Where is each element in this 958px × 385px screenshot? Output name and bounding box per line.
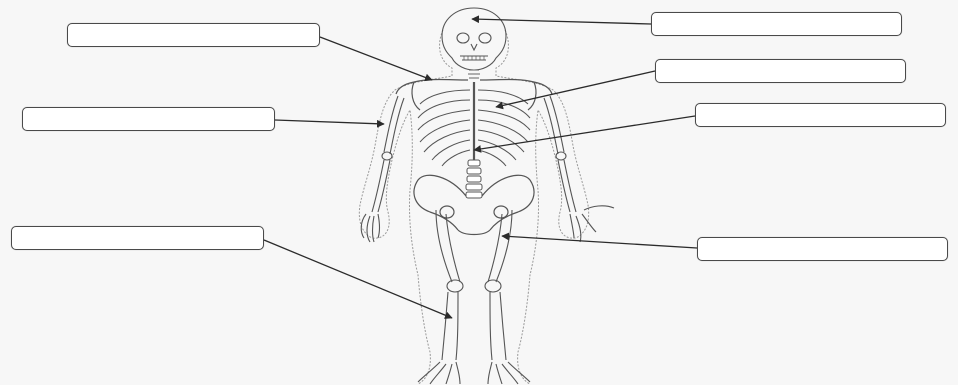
label-box-tibia[interactable] bbox=[11, 226, 264, 250]
rib-cage-drawing bbox=[418, 82, 530, 166]
label-box-spine[interactable] bbox=[695, 103, 946, 127]
spine-drawing bbox=[466, 160, 482, 198]
pointer-clavicle bbox=[320, 37, 432, 80]
pointer-femur bbox=[502, 236, 697, 248]
label-box-humerus[interactable] bbox=[22, 107, 275, 131]
label-box-clavicle[interactable] bbox=[67, 23, 320, 47]
pointer-spine bbox=[474, 116, 695, 150]
pointer-humerus bbox=[275, 120, 384, 124]
skull-drawing bbox=[442, 8, 506, 70]
neck-drawing bbox=[468, 70, 480, 78]
left-leg-drawing bbox=[418, 210, 463, 384]
pointer-skull bbox=[472, 19, 651, 24]
label-box-skull[interactable] bbox=[651, 12, 902, 36]
label-box-ribs[interactable] bbox=[655, 59, 906, 83]
label-box-femur[interactable] bbox=[697, 237, 948, 261]
left-arm-drawing bbox=[361, 96, 404, 242]
pointer-ribs bbox=[496, 71, 655, 107]
pointer-tibia bbox=[264, 240, 452, 318]
